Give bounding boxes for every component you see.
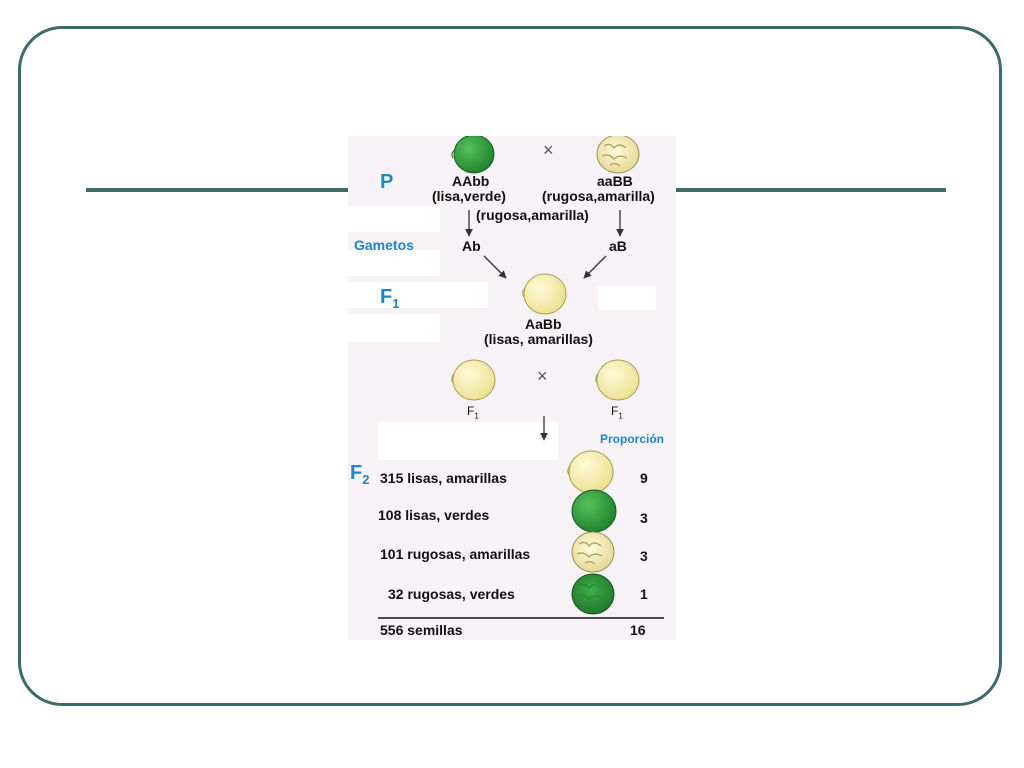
bg-band	[348, 206, 440, 232]
f1-phenotype: (lisas, amarillas)	[484, 331, 593, 347]
wrinkled-yellow-pea-icon	[596, 136, 640, 174]
f2-row-count: 101 rugosas, amarillas	[380, 546, 531, 562]
f1-genotype: AaBb	[525, 316, 562, 332]
bg-band	[348, 314, 440, 342]
arrow-gamete-to-f1-left	[483, 255, 507, 279]
wrinkled-green-pea-icon	[571, 573, 615, 615]
title-rule-right	[676, 188, 946, 192]
smooth-yellow-pea-icon	[595, 359, 640, 401]
title-rule-left	[86, 188, 348, 192]
f2-row-ratio: 1	[640, 586, 648, 602]
smooth-green-pea-icon	[571, 489, 617, 533]
cross-symbol: ×	[543, 140, 554, 160]
bg-band	[598, 286, 656, 310]
bg-band	[348, 282, 488, 308]
f2-total-count: 556 semillas	[380, 622, 463, 638]
f2-row-count: 315 lisas, amarillas	[380, 470, 507, 486]
bg-band	[378, 422, 558, 460]
smooth-yellow-pea-icon	[567, 450, 614, 494]
f2-row-ratio: 3	[640, 548, 648, 564]
p-right-phenotype: (rugosa,amarilla)	[542, 188, 655, 204]
smooth-yellow-pea-icon	[451, 359, 496, 401]
f2-row-ratio: 9	[640, 470, 648, 486]
arrow-gamete-to-f1-right	[583, 255, 607, 279]
smooth-yellow-pea-icon	[522, 273, 567, 315]
f2-row-count: 108 lisas, verdes	[378, 507, 490, 523]
gamete-left: Ab	[462, 238, 481, 254]
smooth-green-pea-icon	[451, 136, 495, 174]
f1-self-right-label: F1	[611, 404, 623, 421]
slide-frame	[18, 26, 1002, 706]
p-extra-phenotype: (rugosa,amarilla)	[476, 207, 589, 223]
f1-self-left-label: F1	[467, 404, 479, 421]
f1-generation-label: F1	[380, 286, 400, 311]
f2-row-count: 32 rugosas, verdes	[388, 586, 515, 602]
ratio-header: Proporción	[600, 432, 665, 446]
f2-row-ratio: 3	[640, 510, 648, 526]
bg-band	[348, 250, 440, 276]
f2-total-ratio: 16	[630, 622, 646, 638]
p-left-genotype: AAbb	[452, 173, 490, 189]
p-left-phenotype: (lisa,verde)	[432, 188, 506, 204]
p-generation-label: P	[380, 171, 394, 193]
wrinkled-yellow-pea-icon	[571, 531, 615, 573]
gamete-right: aB	[609, 238, 627, 254]
f2-generation-label: F2	[350, 462, 370, 487]
cross-symbol: ×	[537, 366, 548, 386]
diagram-graphics	[378, 136, 664, 619]
p-right-genotype: aaBB	[597, 173, 633, 189]
gametes-label: Gametos	[354, 237, 414, 253]
dihybrid-cross-diagram: P × AAbb (lisa,verde) aaBB (rugosa,amari…	[348, 136, 676, 640]
